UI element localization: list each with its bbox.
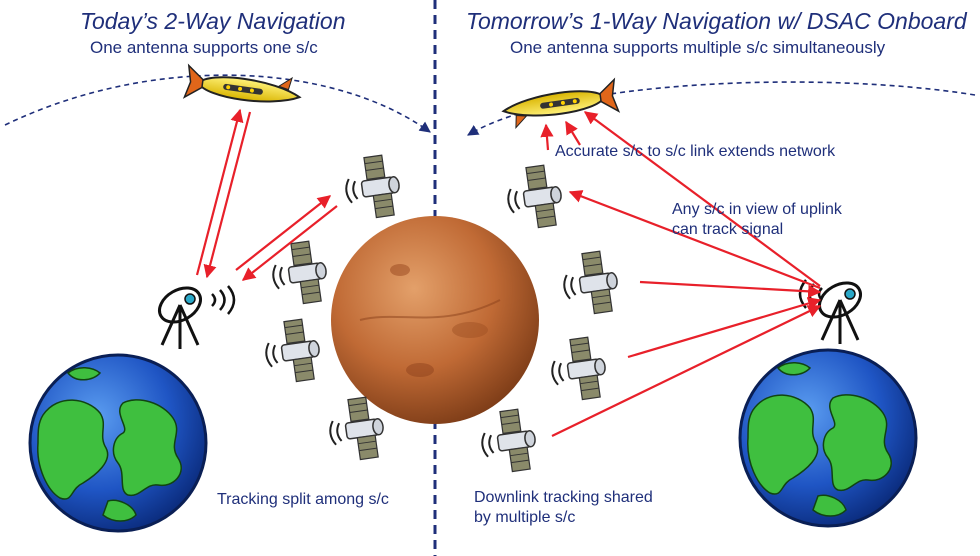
- ground-antenna-left: [151, 279, 209, 351]
- satellite-right-2: [559, 248, 623, 319]
- right-caption-line2: by multiple s/c: [474, 509, 576, 526]
- two-way-link-satellite: [235, 195, 338, 281]
- left-panel-title: Today’s 2-Way Navigation: [80, 8, 346, 34]
- satellite-left-3: [261, 316, 325, 387]
- earth-left: [28, 353, 208, 533]
- right-panel-title: Tomorrow’s 1-Way Navigation w/ DSAC Onbo…: [466, 8, 967, 34]
- two-way-link-rocket: [195, 108, 252, 279]
- satellite-right-3: [547, 334, 611, 405]
- uplink-note-line1: Any s/c in view of uplink: [672, 201, 842, 218]
- mars-planet: [331, 216, 539, 424]
- right-caption-line1: Downlink tracking shared: [474, 489, 653, 506]
- one-way-links: [540, 111, 822, 437]
- left-panel-subtitle: One antenna supports one s/c: [90, 38, 318, 57]
- uplink-note: Any s/c in view of uplink can track sign…: [672, 200, 842, 240]
- ground-antenna-right: [811, 274, 869, 346]
- satellite-left-2: [268, 238, 332, 309]
- signal-waves-left: [211, 285, 236, 315]
- rocket-spacecraft-right: [500, 78, 620, 131]
- earth-right: [738, 348, 918, 528]
- right-panel-subtitle: One antenna supports multiple s/c simult…: [510, 38, 886, 57]
- right-caption: Downlink tracking shared by multiple s/c: [474, 488, 653, 528]
- uplink-note-line2: can track signal: [672, 221, 784, 238]
- left-caption: Tracking split among s/c: [217, 491, 389, 508]
- rocket-spacecraft-left: [183, 62, 303, 115]
- satellite-left-1: [341, 152, 405, 223]
- orbit-path-left: [4, 74, 431, 133]
- satellite-right-4: [477, 406, 541, 477]
- satellite-right-1: [503, 162, 567, 233]
- link-extends-note: Accurate s/c to s/c link extends network: [555, 143, 836, 160]
